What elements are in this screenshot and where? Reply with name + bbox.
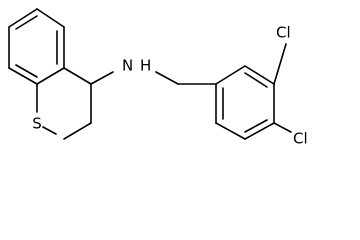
chlorine-lower-atom-label: Cl bbox=[293, 130, 308, 148]
bond-to-chlorine-lower bbox=[273, 122, 292, 133]
hydrogen-atom-label: H bbox=[140, 57, 151, 75]
double-bond-inner bbox=[15, 64, 38, 78]
bond bbox=[244, 65, 275, 85]
bond bbox=[244, 122, 275, 140]
bond bbox=[155, 71, 179, 85]
bond bbox=[215, 122, 246, 140]
bond bbox=[42, 126, 57, 135]
thiopyran-ring bbox=[36, 67, 92, 140]
bond-to-chlorine-upper bbox=[273, 43, 287, 85]
nitrogen-atom-label: N bbox=[122, 57, 133, 75]
benzene-ring-right bbox=[215, 43, 292, 140]
bond bbox=[8, 67, 38, 85]
bond bbox=[36, 67, 65, 85]
chlorine-upper-atom-label: Cl bbox=[276, 24, 291, 42]
double-bond-inner bbox=[244, 119, 268, 133]
bond bbox=[63, 67, 92, 85]
benzene-ring-left bbox=[8, 8, 65, 85]
bond bbox=[36, 8, 65, 28]
bond bbox=[8, 8, 38, 28]
bond bbox=[63, 122, 92, 140]
bond bbox=[90, 71, 114, 85]
double-bond-inner bbox=[15, 15, 38, 30]
structural-formula: S N H Cl Cl bbox=[8, 8, 308, 148]
bond bbox=[215, 65, 246, 85]
double-bond-inner bbox=[244, 72, 268, 88]
sulfur-atom-label: S bbox=[32, 115, 42, 133]
amine-ethyl-chain bbox=[90, 65, 246, 85]
